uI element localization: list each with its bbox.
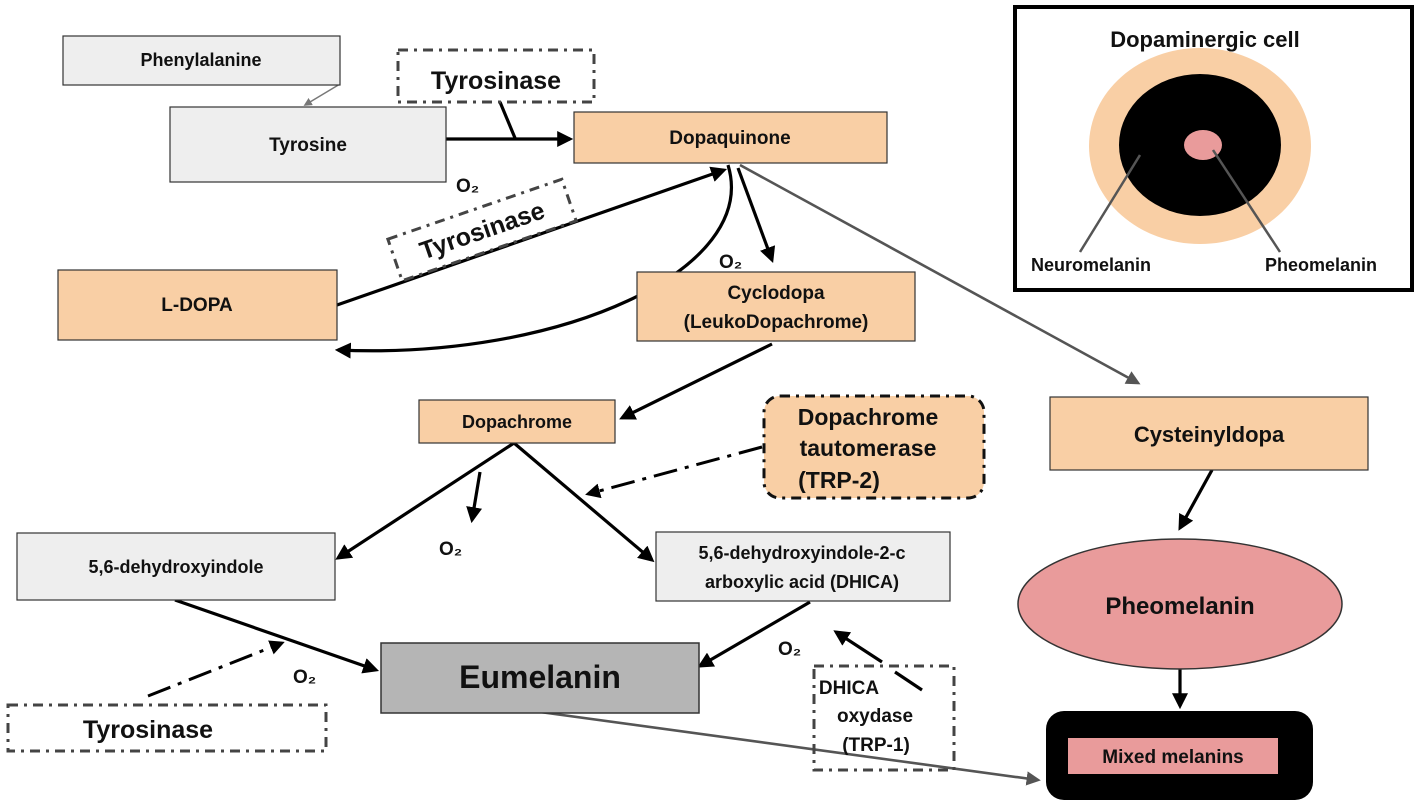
inset-label-neuromelanin: Neuromelanin xyxy=(1031,255,1151,275)
mixed-melanins-label: Mixed melanins xyxy=(1102,747,1244,768)
cysteinyldopa-box xyxy=(1049,396,1369,471)
o2-label-tyrosine: O₂ xyxy=(456,176,479,197)
arrow-dhi-to-eumelanin xyxy=(174,598,380,674)
ldopa-label: L-DOPA xyxy=(161,295,233,316)
dopachrome-box xyxy=(418,399,616,444)
inset-title: Dopaminergic cell xyxy=(1110,27,1300,52)
o2-label-dopachrome: O₂ xyxy=(439,539,462,560)
tyrosinase-top-link xyxy=(498,101,517,139)
pointer-pheomelanin xyxy=(1211,149,1282,253)
eumelanin-box xyxy=(380,642,700,714)
cyclodopa-label-line1: Cyclodopa xyxy=(727,283,825,304)
arrow-dopachrome-tautomerase xyxy=(585,445,763,499)
arrow-phenylalanine-to-tyrosine xyxy=(303,83,341,106)
tyrosinase-bottom-box xyxy=(6,703,328,753)
dhi-label: 5,6-dehydroxyindole xyxy=(88,557,263,577)
dopachrome-tautomerase-line2: tautomerase xyxy=(800,435,937,461)
dopachrome-tautomerase-line1: Dopachrome xyxy=(798,404,939,430)
arrow-dopachrome-to-o2 xyxy=(466,471,482,524)
dhi-box xyxy=(16,532,336,601)
dhica-label-line2: arboxylic acid (DHICA) xyxy=(705,572,899,592)
inset-label-pheomelanin: Pheomelanin xyxy=(1265,255,1377,275)
tyrosinase-top-label: Tyrosinase xyxy=(431,67,561,95)
arrow-dopachrome-to-dhica xyxy=(512,441,655,563)
dopachrome-tautomerase-line3: (TRP-2) xyxy=(798,467,880,493)
phenylalanine-box xyxy=(62,35,341,86)
tyrosinase-mid-group: Tyrosinase xyxy=(385,177,579,283)
arrow-dhica-oxydase xyxy=(833,630,883,664)
dhica-oxydase-line3: (TRP-1) xyxy=(842,735,910,756)
tyrosine-box xyxy=(169,106,447,183)
o2-label-dhica: O₂ xyxy=(778,639,801,660)
pointer-neuromelanin xyxy=(1078,154,1142,253)
arrow-dhica-to-eumelanin xyxy=(697,600,811,668)
dhica-box xyxy=(655,531,951,602)
dopaquinone-label: Dopaquinone xyxy=(669,128,790,149)
ldopa-box xyxy=(57,269,338,341)
arrow-cysteinyldopa-to-pheomelanin xyxy=(1178,469,1214,531)
tyrosine-label: Tyrosine xyxy=(269,135,347,156)
phenylalanine-label: Phenylalanine xyxy=(140,50,261,70)
arrow-cyclodopa-to-dopachrome xyxy=(619,342,773,420)
dopachrome-label: Dopachrome xyxy=(462,412,572,432)
mixed-melanins-inner xyxy=(1068,738,1278,774)
dhica-oxydase-link xyxy=(894,670,923,692)
connectors xyxy=(147,83,1214,786)
dopaminergic-cell-inset: Dopaminergic cell Neuromelanin Pheomelan… xyxy=(1013,5,1414,292)
pheomelanin-ellipse xyxy=(1017,538,1343,670)
cysteinyldopa-label: Cysteinyldopa xyxy=(1134,422,1285,447)
dhica-oxydase-line2: oxydase xyxy=(837,706,913,727)
cell-pheomelanin-center xyxy=(1184,130,1222,160)
pheomelanin-label: Pheomelanin xyxy=(1105,593,1254,620)
dhica-oxydase-box xyxy=(812,664,956,772)
o2-label-cyclodopa: O₂ xyxy=(719,252,742,273)
arrow-dopaquinone-to-cysteinyldopa xyxy=(739,163,1141,385)
arrow-tyrosinase-bottom xyxy=(147,640,285,698)
cyclodopa-box xyxy=(636,271,916,342)
dhica-label-line1: 5,6-dehydroxyindole-2-c xyxy=(698,543,905,563)
arrow-dopaquinone-to-ldopa xyxy=(334,164,733,359)
dopaquinone-box xyxy=(573,111,888,164)
cyclodopa-label-line2: (LeukoDopachrome) xyxy=(684,312,869,333)
o2-label-eumelanin: O₂ xyxy=(293,667,316,688)
eumelanin-label: Eumelanin xyxy=(459,659,621,695)
dhica-oxydase-line1: DHICA xyxy=(819,678,879,699)
tyrosinase-bottom-label: Tyrosinase xyxy=(83,716,213,744)
arrow-eumelanin-to-mixed xyxy=(539,710,1041,786)
arrow-dopaquinone-to-cyclodopa xyxy=(736,167,776,264)
tyrosinase-mid-box xyxy=(385,177,579,283)
arrow-dopachrome-to-dhi xyxy=(335,441,515,560)
dopachrome-tautomerase-box xyxy=(762,394,986,500)
